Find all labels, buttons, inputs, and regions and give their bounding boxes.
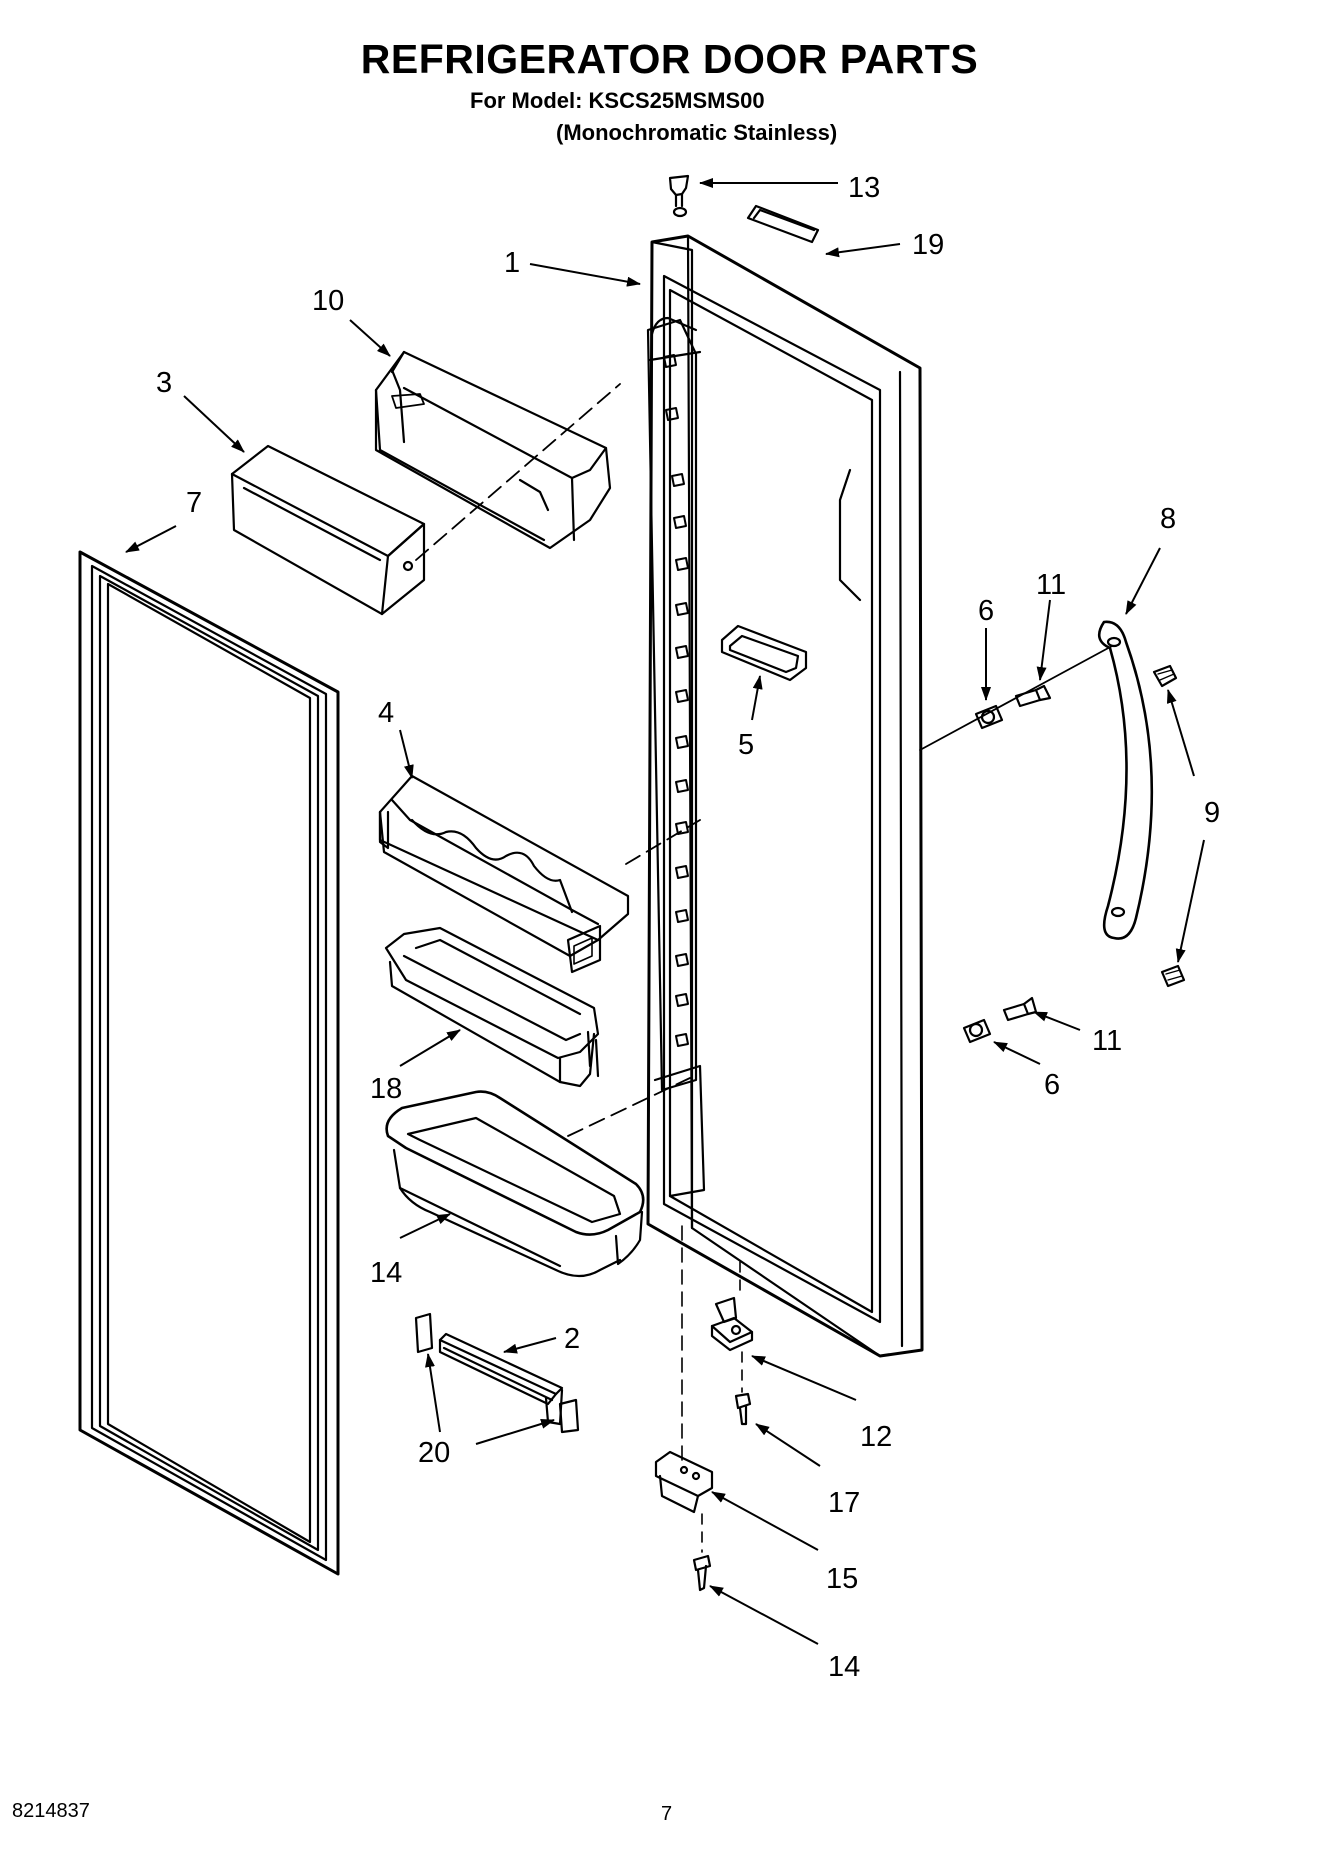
top-hinge-bushing-part bbox=[668, 174, 690, 218]
callout-8: 8 bbox=[1160, 503, 1176, 535]
callout-6-bottom: 6 bbox=[1044, 1069, 1060, 1101]
trim-strip-part bbox=[438, 1332, 564, 1426]
callout-7: 7 bbox=[186, 487, 202, 519]
callout-20: 20 bbox=[418, 1437, 450, 1469]
callout-13: 13 bbox=[848, 172, 880, 204]
variant-line: (Monochromatic Stainless) bbox=[556, 120, 838, 145]
gallon-door-bin-part bbox=[385, 1090, 645, 1278]
door-bin-rack-part bbox=[378, 774, 630, 974]
handle-set-screw-part bbox=[1152, 664, 1186, 988]
door-gasket-part bbox=[78, 550, 340, 1576]
callout-10: 10 bbox=[312, 285, 344, 317]
document-number: 8214837 bbox=[12, 1800, 90, 1822]
callout-19: 19 bbox=[912, 229, 944, 261]
utility-bin-part bbox=[720, 624, 808, 682]
assembly-line bbox=[625, 819, 701, 865]
callout-4: 4 bbox=[378, 697, 394, 729]
end-cap-part bbox=[414, 1312, 580, 1434]
callout-15: 15 bbox=[826, 1563, 858, 1595]
dairy-door-part bbox=[230, 444, 426, 616]
callout-1: 1 bbox=[504, 247, 520, 279]
callout-18: 18 bbox=[370, 1073, 402, 1105]
callout-17: 17 bbox=[828, 1487, 860, 1519]
callout-labels: 13 19 1 10 3 7 8 11 6 5 4 9 11 6 18 14 2… bbox=[156, 172, 1220, 1683]
callout-12: 12 bbox=[860, 1421, 892, 1453]
page-title: REFRIGERATOR DOOR PARTS bbox=[360, 36, 979, 82]
callout-11-bottom: 11 bbox=[1092, 1025, 1122, 1057]
page-number: 7 bbox=[661, 1803, 673, 1825]
callout-3: 3 bbox=[156, 367, 172, 399]
handle-spacer-part bbox=[962, 704, 1004, 1044]
handle-mount-line bbox=[919, 645, 1113, 751]
callout-14: 14 bbox=[828, 1651, 860, 1683]
model-line: For Model: KSCS25MSMS00 bbox=[470, 88, 765, 113]
nameplate-part bbox=[746, 204, 820, 244]
callout-5: 5 bbox=[738, 729, 754, 761]
assembly-line bbox=[415, 383, 621, 561]
handle-screw-part bbox=[1002, 684, 1052, 1022]
door-handle-part bbox=[1097, 620, 1154, 940]
door-liner-part bbox=[646, 234, 924, 1358]
hinge-screw-part bbox=[734, 1392, 752, 1426]
liner-shelf-slots bbox=[663, 354, 689, 1047]
leader-lines bbox=[125, 178, 1205, 1645]
dairy-compartment-part bbox=[374, 350, 612, 550]
callout-16: 14 bbox=[370, 1257, 402, 1289]
lower-hinge-pin-part bbox=[710, 1296, 754, 1352]
callout-2: 2 bbox=[564, 1323, 580, 1355]
hinge-bracket-part bbox=[654, 1450, 714, 1514]
callout-6-top: 6 bbox=[978, 595, 994, 627]
callout-11-top: 11 bbox=[1036, 569, 1066, 601]
callout-9: 9 bbox=[1204, 797, 1220, 829]
assembly-line bbox=[567, 1077, 691, 1137]
door-bin-part bbox=[384, 926, 600, 1088]
bottom-screw-part bbox=[692, 1554, 712, 1592]
